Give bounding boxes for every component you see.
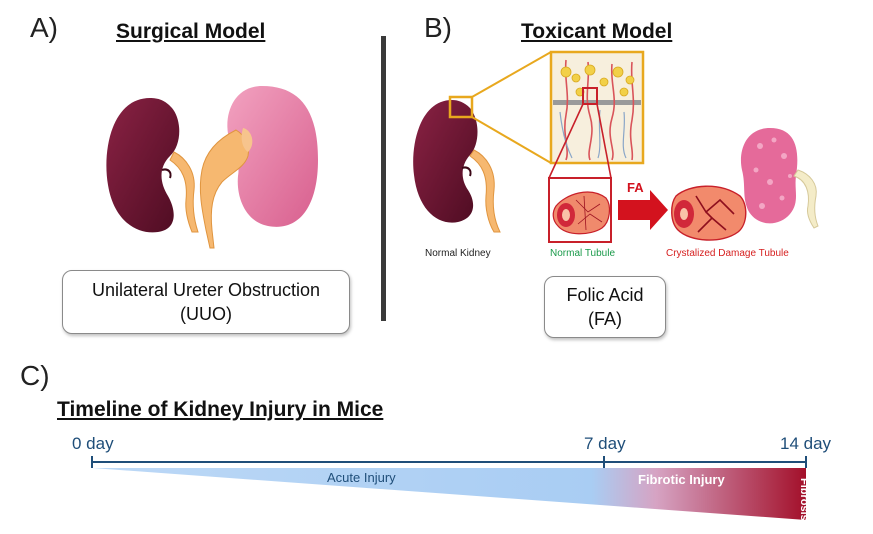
- fa-label-line2: (FA): [588, 309, 622, 329]
- tick-label-14-day: 14 day: [780, 434, 832, 453]
- fa-label-line1: Folic Acid: [566, 285, 644, 305]
- normal-kidney-label: Normal Kidney: [425, 248, 491, 259]
- fibrosis-label: Fibrosis: [798, 478, 810, 521]
- obstructed-kidney-illustration: [199, 86, 318, 249]
- normal-tubule-label: Normal Tubule: [550, 248, 616, 259]
- nephron-inset: [548, 50, 645, 179]
- acute-injury-label: Acute Injury: [327, 470, 396, 485]
- panel-separator: [381, 36, 386, 321]
- damaged-kidney-illustration: [740, 128, 819, 229]
- uuo-label-line1: Unilateral Ureter Obstruction: [91, 280, 321, 300]
- panel-a-title: Surgical Model: [116, 20, 266, 43]
- tick-label-0-day: 0 day: [72, 434, 114, 453]
- fa-label-box: Folic Acid (FA): [544, 276, 666, 338]
- uuo-label-line2: (UUO): [180, 304, 232, 324]
- injury-progression-wedge: [92, 468, 806, 520]
- panel-b-letter: B): [424, 12, 452, 43]
- panel-b-title: Toxicant Model: [521, 20, 673, 43]
- panel-c-title: Timeline of Kidney Injury in Mice: [57, 398, 384, 421]
- normal-kidney-illustration-a: [106, 98, 199, 233]
- fa-arrow: [618, 190, 668, 230]
- panel-a-letter: A): [30, 12, 58, 43]
- normal-tubule-illustration: [548, 177, 612, 243]
- normal-kidney-illustration-b: [413, 100, 501, 233]
- uuo-label-box: Unilateral Ureter Obstruction (UUO): [62, 270, 350, 334]
- zoom-callout: [448, 51, 552, 164]
- tick-label-7-day: 7 day: [584, 434, 626, 453]
- panel-c-letter: C): [20, 360, 50, 391]
- fa-arrow-label: FA: [627, 180, 644, 195]
- damaged-tubule-illustration: [671, 185, 747, 241]
- timeline-graphic: [91, 456, 807, 520]
- fibrotic-injury-label: Fibrotic Injury: [638, 472, 725, 487]
- damage-tubule-label: Crystalized Damage Tubule: [666, 248, 789, 259]
